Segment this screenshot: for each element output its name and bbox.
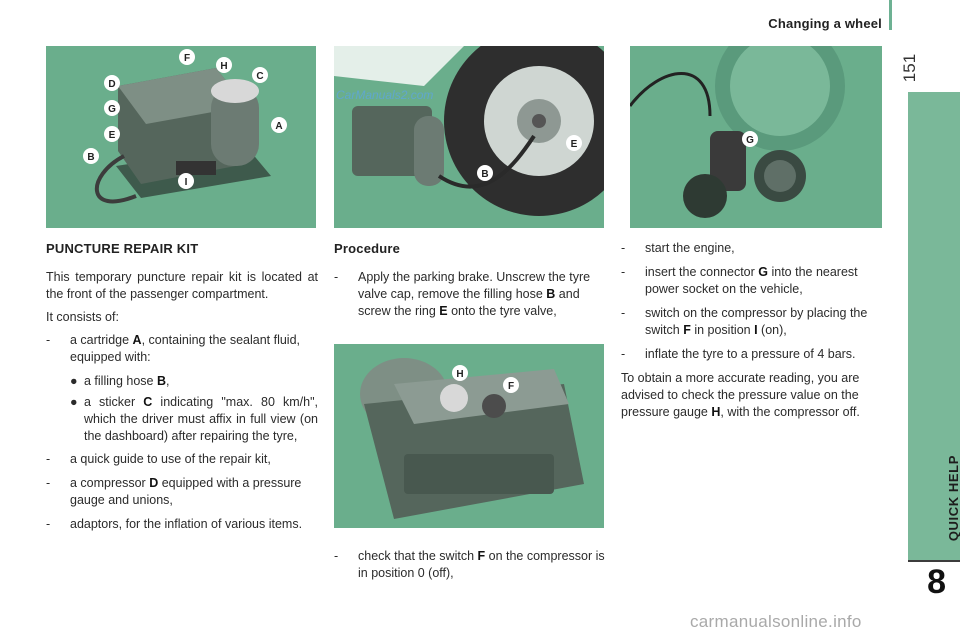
column-middle: Procedure -Apply the parking brake. Unsc… [334, 240, 606, 327]
callout-H: H [220, 61, 227, 72]
callout-E: E [109, 130, 116, 141]
paragraph-pressure-note: To obtain a more accurate reading, you a… [621, 371, 860, 419]
callout-F: F [508, 381, 514, 392]
heading-procedure: Procedure [334, 241, 401, 256]
procedure-step-insert-connector: -insert the connector G into the nearest… [621, 265, 858, 296]
callout-A: A [275, 121, 282, 132]
paragraph-intro: This temporary puncture repair kit is lo… [46, 270, 318, 301]
wheel-connection-illustration: E B [334, 46, 604, 228]
figure-logo: CarManuals2.com [336, 88, 434, 102]
callout-E: E [571, 139, 578, 150]
procedure-step-start-engine: -start the engine, [621, 241, 735, 255]
callout-B: B [481, 169, 488, 180]
list-item-cartridge: -a cartridge A, containing the sealant f… [46, 333, 301, 364]
figure-wheel-connection: E B [334, 46, 604, 228]
callout-F: F [184, 53, 190, 64]
paragraph-consists: It consists of: [46, 310, 119, 324]
callout-G: G [746, 135, 754, 146]
power-socket-illustration: G [630, 46, 882, 228]
column-left: PUNCTURE REPAIR KIT This temporary punct… [46, 240, 318, 540]
column-right: -start the engine, -insert the connector… [621, 240, 891, 427]
callout-B: B [87, 152, 94, 163]
watermark: carmanualsonline.info [690, 612, 862, 631]
procedure-step-check-switch: -check that the switch F on the compress… [334, 549, 605, 580]
figure-power-socket: G [630, 46, 882, 228]
callout-D: D [108, 79, 115, 90]
page-number: 151 [900, 53, 919, 83]
list-item-adaptors: -adaptors, for the inflation of various … [46, 517, 303, 531]
compressor-switches-illustration: H F [334, 344, 604, 528]
repair-kit-illustration: F H D C G A E B I [46, 46, 316, 228]
figure-repair-kit: F H D C G A E B I [46, 46, 316, 228]
section-title-header: Changing a wheel [768, 16, 882, 31]
chapter-tab [908, 92, 960, 560]
callout-C: C [256, 71, 263, 82]
list-subitem-filling-hose: ●a filling hose B, [70, 374, 170, 388]
header-rule [889, 0, 892, 30]
figure-compressor-switches: H F [334, 344, 604, 528]
chapter-tab-label: QUICK HELP [946, 455, 960, 542]
heading-puncture-repair-kit: PUNCTURE REPAIR KIT [46, 241, 199, 256]
column-middle-bottom: -check that the switch F on the compress… [334, 548, 606, 589]
list-item-compressor: -a compressor D equipped with a pressure… [46, 476, 302, 507]
list-item-quick-guide: -a quick guide to use of the repair kit, [46, 452, 271, 466]
callout-G: G [108, 104, 116, 115]
callout-H: H [456, 369, 463, 380]
procedure-step-switch-on: -switch on the compressor by placing the… [621, 306, 868, 337]
list-subitem-sticker: ●a sticker C indicating "max. 80 km/h", … [70, 395, 319, 443]
procedure-step-parking-brake: -Apply the parking brake. Unscrew the ty… [334, 270, 591, 318]
procedure-step-inflate: -inflate the tyre to a pressure of 4 bar… [621, 347, 856, 361]
chapter-number: 8 [927, 563, 946, 601]
chapter-tab-divider [908, 560, 960, 562]
callout-I: I [185, 177, 188, 188]
